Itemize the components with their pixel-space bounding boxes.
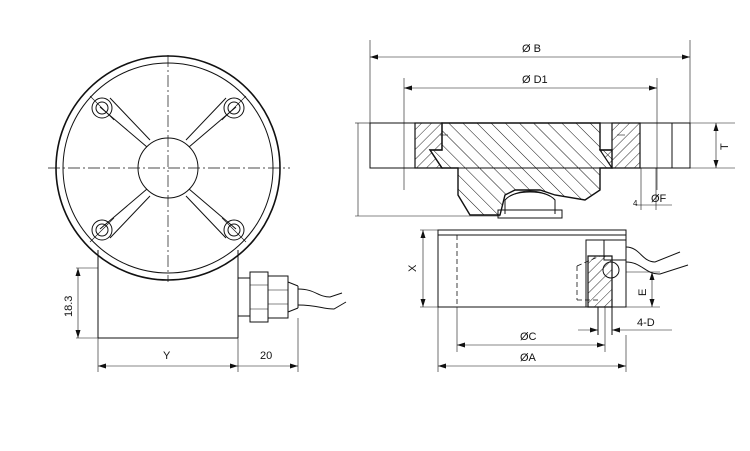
right-view: Ø B Ø D1 T 4 ØF [355,40,735,372]
diagonal-line [185,97,227,141]
diagonal-line [188,188,237,230]
diagonal-line [109,97,151,141]
height-label: 18.3 [63,296,75,317]
dimension-a: ØA [437,307,627,372]
dimension-c: ØC [456,307,606,352]
dia-c-label: ØC [520,331,537,343]
diagonal-line [185,195,227,239]
dim-4-label: 4 [633,199,638,208]
lower-body [420,229,627,335]
dimension-4d: 4-D [578,317,672,333]
mounting-hole [221,95,247,121]
dia-f-label: ØF [651,193,667,205]
dimension-x: X [407,230,426,307]
cable-gland [237,271,299,323]
dia-b-label: Ø B [522,43,541,55]
cable-length-label: 20 [260,350,272,362]
diagonal-line [109,195,151,239]
flange-section [369,122,691,216]
dim-t-label: T [719,143,731,150]
side-view [76,250,347,339]
mounting-hole [89,95,115,121]
dimension-f: 4 ØF [633,168,672,210]
dim-e-label: E [637,289,649,296]
mounting-hole [89,217,115,243]
dimension-t: T [690,122,735,169]
dimension-y: Y [97,338,239,372]
cable [297,288,343,298]
dia-d1-label: Ø D1 [522,74,548,86]
dimension-d1: Ø D1 [404,74,657,91]
dia-a-label: ØA [520,352,537,364]
cable [297,301,347,310]
mounting-hole [221,217,247,243]
width-label: Y [163,350,171,362]
left-view: 18.3 Y 20 [48,55,347,372]
cable [625,246,681,263]
load-button [497,190,563,219]
holes-4d-label: 4-D [637,317,655,329]
dimension-18-3: 18.3 [63,268,98,339]
cable [625,261,689,275]
dimension-e: E [626,271,660,308]
dim-x-label: X [407,264,419,272]
dimension-20: 20 [238,318,299,372]
dimension-b: Ø B [370,43,690,60]
top-view [48,55,290,282]
diagonal-line [99,188,148,230]
